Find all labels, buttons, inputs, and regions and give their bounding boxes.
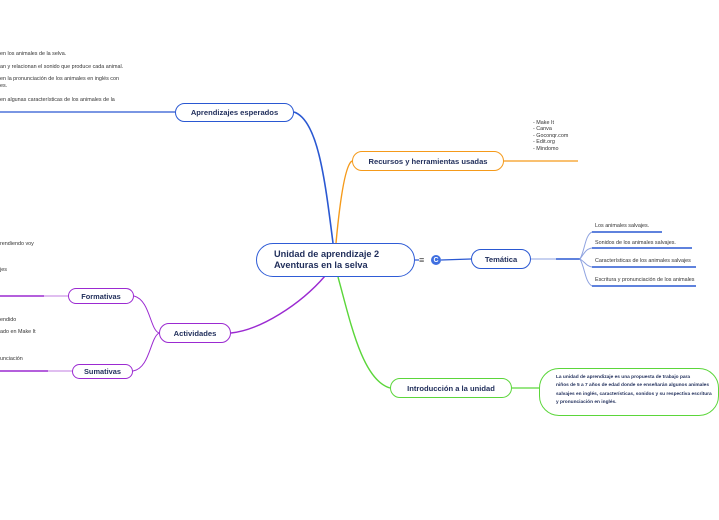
aprendizajes-item-2[interactable]: an y relacionan el sonido que produce ca… — [0, 64, 124, 70]
topic-actividades[interactable]: Actividades — [159, 323, 231, 343]
introduccion-line-1: La unidad de aprendizaje es una propuest… — [556, 375, 691, 380]
aprendizajes-item-1[interactable]: en los animales de la selva. — [0, 51, 67, 57]
tematica-item-2[interactable]: Sonidos de los animales salvajes. — [595, 240, 676, 246]
connector-actividades — [230, 275, 326, 334]
subtopic-formativas[interactable]: Formativas — [68, 288, 134, 304]
tematica-item-4[interactable]: Escritura y pronunciación de los animale… — [595, 277, 695, 283]
menu-icon[interactable]: ≡ — [419, 255, 425, 265]
topic-label: Actividades — [173, 328, 217, 338]
aprendizajes-item-5[interactable]: en algunas características de los animal… — [0, 97, 115, 103]
topic-aprendizajes-esperados[interactable]: Aprendizajes esperados — [175, 103, 294, 122]
topic-recursos-herramientas[interactable]: Recursos y herramientas usadas — [352, 151, 504, 171]
collapse-toggle-icon[interactable]: C — [431, 255, 441, 265]
sumativas-item-1[interactable]: endido — [0, 317, 17, 323]
sumativas-item-3[interactable]: unciación — [0, 356, 23, 362]
formativas-item-1[interactable]: rendiendo voy — [0, 241, 34, 247]
aprendizajes-item-4[interactable]: es. — [0, 83, 8, 89]
subtopic-label: Sumativas — [84, 367, 121, 376]
central-topic-line1: Unidad de aprendizaje 2 — [274, 249, 380, 259]
connector-recursos — [335, 160, 353, 244]
central-topic-line2: Aventuras en la selva — [274, 260, 368, 270]
recursos-item-1[interactable]: - Make It — [533, 120, 554, 126]
introduccion-line-2: niños de 5 a 7 años de edad donde se ens… — [556, 383, 710, 389]
connector-tematica — [440, 258, 472, 261]
recursos-item-5[interactable]: - Mindomo — [533, 146, 559, 152]
aprendizajes-item-3[interactable]: en la pronunciación de los animales en i… — [0, 76, 119, 82]
topic-label: Temática — [484, 254, 518, 264]
topic-introduccion[interactable]: Introducción a la unidad — [390, 378, 512, 398]
recursos-item-3[interactable]: - Goconqr.com — [533, 133, 569, 139]
topic-tematica[interactable]: Temática — [471, 249, 531, 269]
subtopic-sumativas[interactable]: Sumativas — [72, 364, 133, 379]
formativas-item-2[interactable]: jes — [0, 267, 7, 273]
central-topic[interactable]: Unidad de aprendizaje 2 Aventuras en la … — [256, 243, 415, 277]
subtopic-label: Formativas — [81, 291, 121, 301]
topic-label: Aprendizajes esperados — [190, 108, 279, 117]
recursos-item-2[interactable]: - Canva — [533, 126, 552, 132]
topic-label: Recursos y herramientas usadas — [368, 156, 488, 166]
tematica-item-1[interactable]: Los animales salvajes. — [595, 223, 650, 229]
sumativas-item-2[interactable]: ado en Make It — [0, 329, 36, 335]
tematica-item-3[interactable]: Características de los animales salvajes — [595, 258, 691, 264]
introduccion-line-3: salvajes en inglés, características, son… — [556, 391, 712, 397]
recursos-item-4[interactable]: - Edit.org — [533, 139, 555, 145]
mindmap-connectors — [0, 111, 696, 389]
connector-introduccion — [337, 276, 391, 389]
introduccion-description[interactable]: La unidad de aprendizaje es una propuest… — [539, 368, 719, 416]
topic-label: Introducción a la unidad — [407, 383, 495, 393]
connector-aprendizajes — [293, 111, 334, 244]
introduccion-line-4: y pronunciación en inglés. — [556, 400, 617, 406]
